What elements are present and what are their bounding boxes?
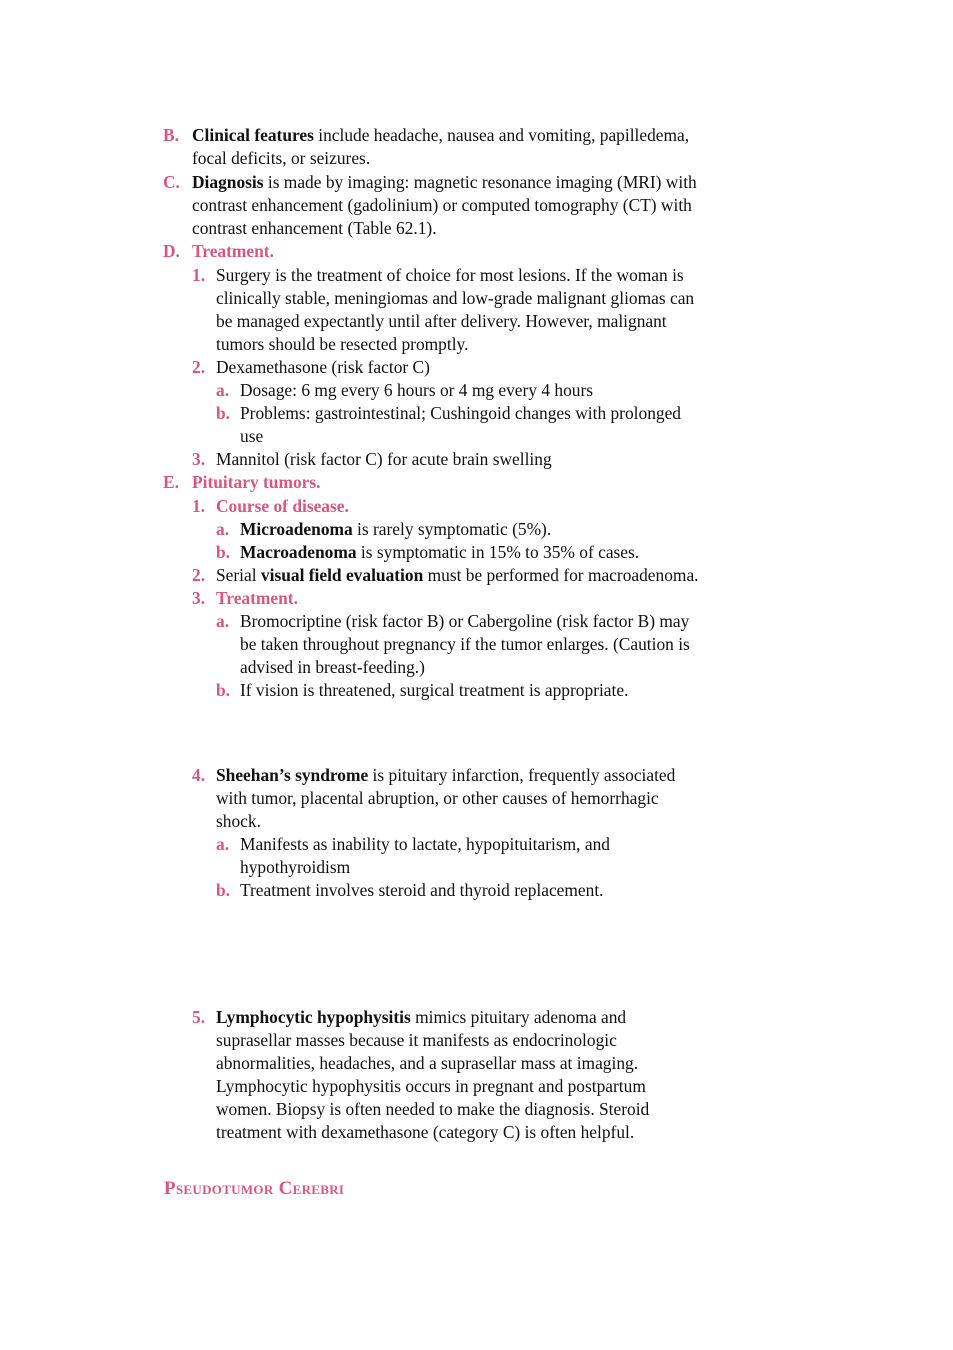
d-item-3-mannitol: 3. Mannitol (risk factor C) for acute br… bbox=[192, 449, 552, 469]
e-item-1a-microadenoma: a. Microadenoma is rarely symptomatic (5… bbox=[216, 519, 552, 539]
section-c-label: C. bbox=[163, 172, 180, 192]
section-b-label: B. bbox=[163, 125, 179, 145]
section-c-diagnosis: C. Diagnosis is made by imaging: magneti… bbox=[163, 172, 697, 238]
e-item-1b-macroadenoma: b. Macroadenoma is symptomatic in 15% to… bbox=[216, 542, 640, 562]
e-item-5-lymphocytic-hypophysitis: 5. Lymphocytic hypophysitis mimics pitui… bbox=[192, 1007, 650, 1142]
section-heading-pseudotumor-cerebri: Pseudotumor Cerebri bbox=[164, 1178, 345, 1199]
section-e-label: E. bbox=[163, 472, 179, 492]
d-item-2b-problems: b. Problems: gastrointestinal; Cushingoi… bbox=[216, 403, 681, 446]
e-item-4b-treatment: b. Treatment involves steroid and thyroi… bbox=[216, 880, 604, 900]
e-item-3a-bromocriptine: a. Bromocriptine (risk factor B) or Cabe… bbox=[216, 611, 690, 677]
section-b-clinical-features: B. Clinical features include headache, n… bbox=[163, 125, 690, 168]
section-c-bold: Diagnosis bbox=[192, 172, 264, 192]
e-item-2-visual-field: 2. Serial visual field evaluation must b… bbox=[192, 565, 699, 585]
section-e-title: Pituitary tumors. bbox=[192, 472, 321, 492]
e-item-3b-vision: b. If vision is threatened, surgical tre… bbox=[216, 680, 629, 700]
e-item-4-sheehans: 4. Sheehan’s syndrome is pituitary infar… bbox=[192, 765, 676, 831]
section-e-pituitary-tumors: E. Pituitary tumors. bbox=[163, 471, 321, 494]
d-item-2-dexamethasone: 2. Dexamethasone (risk factor C) bbox=[192, 357, 430, 377]
section-d-label: D. bbox=[163, 241, 180, 261]
section-b-bold: Clinical features bbox=[192, 125, 314, 145]
e-item-3-treatment: 3. Treatment. bbox=[192, 588, 298, 608]
d-item-2a-dosage: a. Dosage: 6 mg every 6 hours or 4 mg ev… bbox=[216, 380, 594, 400]
section-d-title: Treatment. bbox=[192, 241, 274, 261]
section-d-treatment: D. Treatment. bbox=[163, 240, 274, 263]
e-item-1-course: 1. Course of disease. bbox=[192, 496, 349, 516]
e-item-4a-manifests: a. Manifests as inability to lactate, hy… bbox=[216, 834, 610, 877]
d-item-1-surgery: 1. Surgery is the treatment of choice fo… bbox=[192, 265, 695, 354]
